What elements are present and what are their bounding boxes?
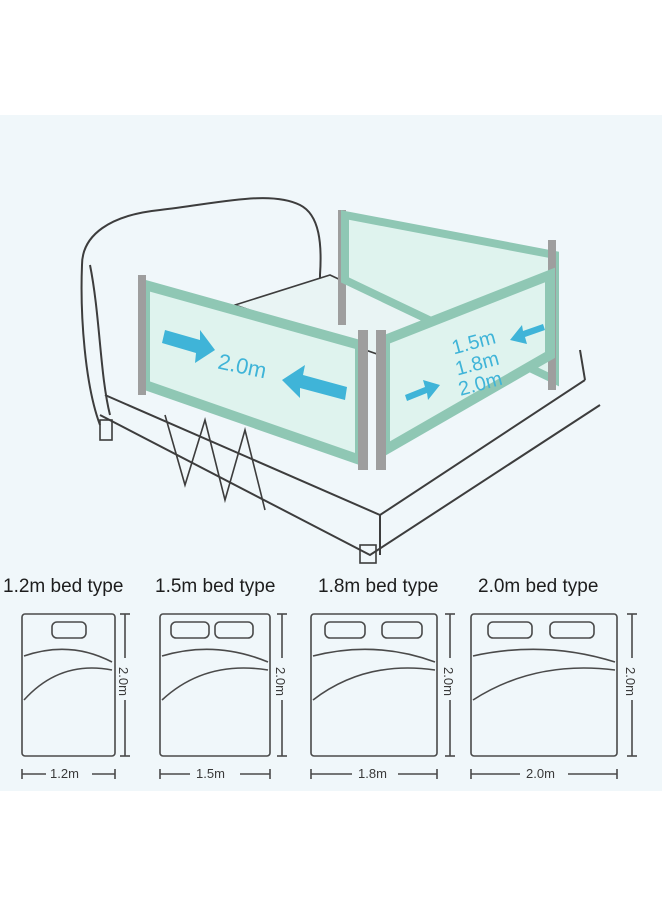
bed-width-1-8m: 1.8m [358,766,387,781]
bed-plan-1-5m [159,613,287,779]
headboard [81,197,322,310]
bed-width-1-5m: 1.5m [196,766,225,781]
bed-type-label-1-8m: 1.8m bed type [318,576,439,597]
bed-plan-2-0m [470,613,637,779]
bed-types-row: 1.2m bed type 2.0m 1.2m 1.5m bed type [0,570,662,791]
bed-plan-1-2m [21,613,130,779]
right-rail [376,267,555,470]
drawer-pleats [164,414,266,511]
bed-base [99,404,601,557]
bed-width-2-0m: 2.0m [526,766,555,781]
right-rail-arrows [405,324,545,401]
bed-type-label-1-2m: 1.2m bed type [3,576,124,597]
bed-length-2-0m: 2.0m [622,667,638,696]
left-rail-arrows [162,330,347,400]
bed-type-label-2-0m: 2.0m bed type [478,576,599,597]
bed-width-1-2m: 1.2m [50,766,79,781]
bed-plan-1-8m [310,613,455,779]
bed-type-label-1-5m: 1.5m bed type [155,576,276,597]
bed-rail-illustration: 2.0m 1.5m 1.8m 2.0m [80,197,601,564]
left-rail [138,275,368,470]
